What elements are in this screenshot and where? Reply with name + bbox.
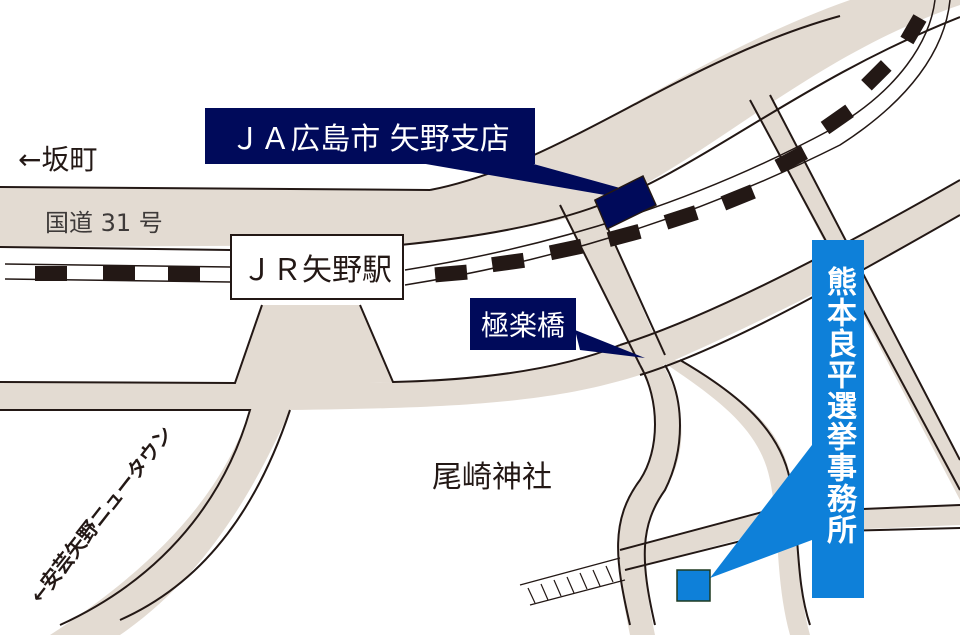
ja-branch-label: ＪＡ広島市 矢野支店 bbox=[205, 108, 535, 164]
ozaki-shrine-label: 尾崎神社 bbox=[432, 460, 552, 495]
jr-yano-station-label: ＪＲ矢野駅 bbox=[242, 253, 392, 288]
gokuraku-bridge-label: 極楽橋 bbox=[470, 298, 576, 350]
campaign-office-label: 熊本良平選挙事務所 bbox=[812, 240, 864, 598]
jr-yano-station-box: ＪＲ矢野駅 bbox=[230, 234, 404, 300]
ja-branch-text: ＪＡ広島市 矢野支店 bbox=[230, 122, 510, 157]
sakamachi-direction-label: ←坂町 bbox=[18, 143, 98, 176]
gokuraku-bridge-text: 極楽橋 bbox=[480, 309, 565, 342]
campaign-office-text: 熊本良平選挙事務所 bbox=[821, 266, 856, 545]
route31-label: 国道 31 号 bbox=[45, 209, 163, 237]
